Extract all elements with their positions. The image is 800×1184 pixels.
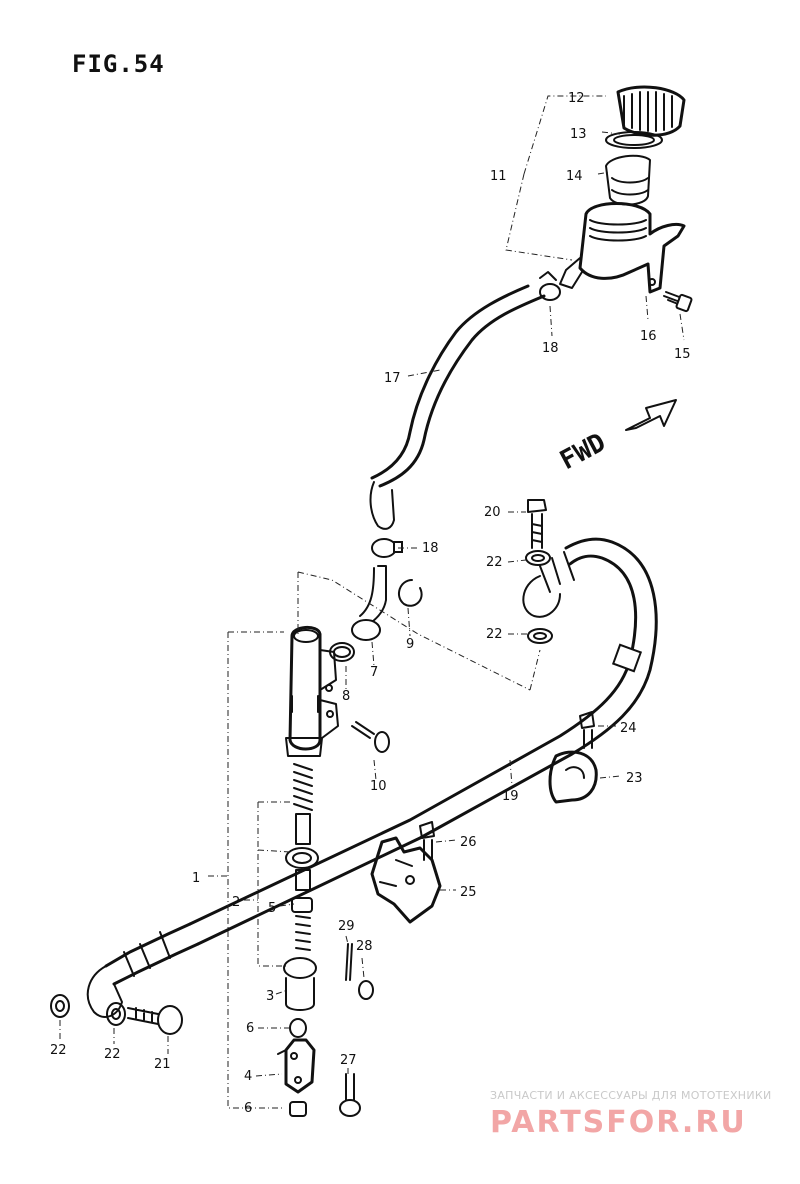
callout-16: 16 xyxy=(640,329,657,344)
callout-3: 3 xyxy=(266,989,274,1004)
hose-lower-fitting xyxy=(86,922,200,1018)
callout-7: 7 xyxy=(370,665,378,680)
callout-23: 23 xyxy=(626,771,643,786)
reservoir-outlet-fitting xyxy=(559,257,583,289)
sealing-washer-lower-2 xyxy=(106,1002,126,1026)
callout-22-d: 22 xyxy=(104,1047,121,1062)
callout-19: 19 xyxy=(502,789,519,804)
reservoir-diaphragm xyxy=(605,154,651,206)
callout-13: 13 xyxy=(570,127,587,142)
callout-18-lower: 18 xyxy=(422,541,439,556)
master-cylinder-body xyxy=(285,626,339,757)
pushrod-clevis xyxy=(277,1038,316,1094)
circlip xyxy=(397,579,423,607)
inlet-elbow-fitting xyxy=(351,565,387,641)
sealing-washer-upper-1 xyxy=(525,550,551,566)
callout-18-upper: 18 xyxy=(542,341,559,356)
callout-2: 2 xyxy=(232,895,240,910)
callout-4: 4 xyxy=(244,1069,252,1084)
callout-20: 20 xyxy=(484,505,501,520)
callout-6-upper: 6 xyxy=(246,1021,254,1036)
callout-5: 5 xyxy=(268,901,276,916)
callout-8: 8 xyxy=(342,689,350,704)
sealing-washer-lower-1 xyxy=(50,994,70,1018)
callout-9: 9 xyxy=(406,637,414,652)
callout-12: 12 xyxy=(568,91,585,106)
callout-labels: 1 2 3 4 5 6 6 7 8 9 10 11 12 13 14 15 16… xyxy=(50,91,691,1116)
callout-17: 17 xyxy=(384,371,401,386)
reservoir-tank xyxy=(578,202,686,294)
hose-clamp-lower xyxy=(371,538,403,558)
sealing-washer-upper-2 xyxy=(527,628,553,644)
callout-29: 29 xyxy=(338,919,355,934)
washer-28 xyxy=(358,980,374,1000)
reservoir-diaphragm-plate xyxy=(605,131,663,149)
hose-guide-clamp xyxy=(548,750,598,804)
callout-25: 25 xyxy=(460,885,477,900)
callout-1: 1 xyxy=(192,871,200,886)
clevis-pin xyxy=(339,1073,361,1117)
master-cylinder-bracket xyxy=(370,836,442,924)
piston-spring xyxy=(293,763,313,811)
callout-24: 24 xyxy=(620,721,637,736)
reservoir-hose xyxy=(369,284,546,530)
callout-28: 28 xyxy=(356,939,373,954)
banjo-bolt-upper xyxy=(527,499,547,549)
lower-nut xyxy=(289,1101,307,1117)
piston-assembly xyxy=(283,813,319,1038)
banjo-bolt-lower xyxy=(127,1005,183,1035)
hose-guide-bolt xyxy=(579,711,595,749)
reservoir-cap xyxy=(616,85,686,137)
fwd-label: FWD xyxy=(555,428,611,477)
cotter-pin xyxy=(345,943,353,981)
mounting-bolt xyxy=(351,721,390,753)
callout-6-lower: 6 xyxy=(244,1101,252,1116)
reservoir-screw xyxy=(663,291,693,313)
callout-22-a: 22 xyxy=(486,555,503,570)
watermark-logo[interactable]: PARTSFOR.RU xyxy=(490,1105,747,1140)
forward-direction-arrow: FWD xyxy=(555,399,677,477)
callout-22-b: 22 xyxy=(486,627,503,642)
callout-14: 14 xyxy=(566,169,583,184)
callout-26: 26 xyxy=(460,835,477,850)
callout-10: 10 xyxy=(370,779,387,794)
callout-15: 15 xyxy=(674,347,691,362)
callout-27: 27 xyxy=(340,1053,357,1068)
callout-11: 11 xyxy=(490,169,507,184)
brake-hose xyxy=(188,537,658,946)
callout-21: 21 xyxy=(154,1057,171,1072)
figure-title: FIG.54 xyxy=(72,50,165,78)
watermark-tagline: ЗАПЧАСТИ И АКСЕССУАРЫ ДЛЯ МОТОТЕХНИКИ xyxy=(490,1089,772,1102)
callout-22-c: 22 xyxy=(50,1043,67,1058)
leader-lines xyxy=(59,95,685,1109)
